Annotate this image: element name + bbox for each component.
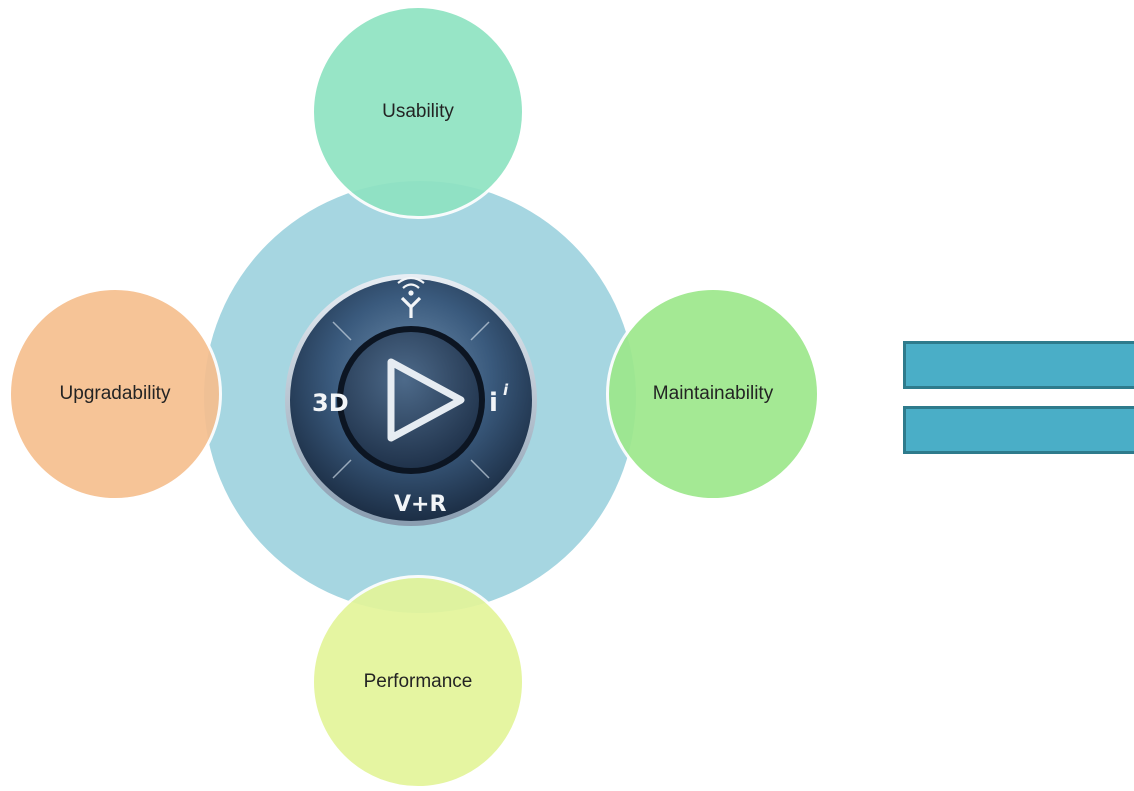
satellite-maintainability-label: Maintainability [652,383,774,404]
compass-label-vr: V+R [394,492,446,517]
satellite-upgradability-label: Upgradability [59,383,171,404]
satellite-usability: Usability [311,5,525,219]
satellite-performance-label: Performance [363,671,473,692]
satellite-maintainability: Maintainability [606,287,820,501]
compass-label-info: i i [489,381,509,418]
legend-bar-1 [903,341,1134,389]
satellite-usability-label: Usability [382,101,454,122]
svg-text:i: i [489,388,498,418]
legend-bar-2 [903,406,1134,454]
compass-icon: 3D i i V+R [283,262,539,538]
wifi-person-icon [397,276,425,318]
satellite-performance: Performance [311,575,525,789]
compass-label-3d: 3D [312,389,349,417]
info-superscript-icon: i [503,381,509,399]
satellite-upgradability: Upgradability [8,287,222,501]
